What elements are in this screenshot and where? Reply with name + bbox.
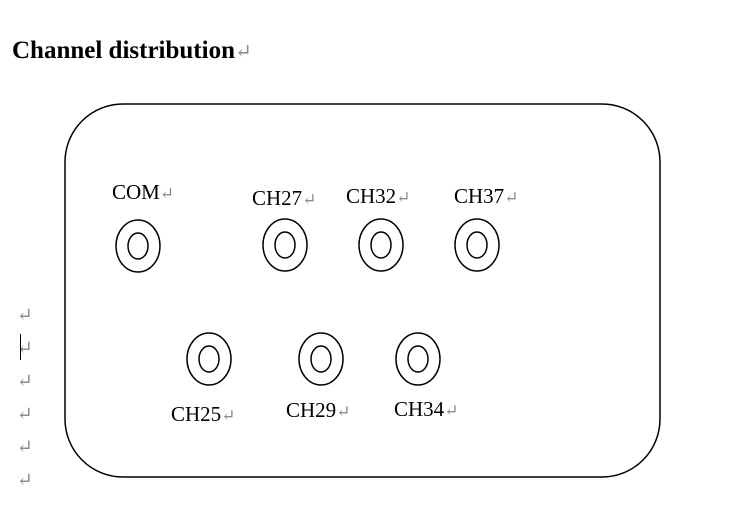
port-ch27 <box>262 218 308 272</box>
heading-text: Channel distribution <box>12 37 235 64</box>
port-outer-ring <box>358 218 404 272</box>
port-label-text: CH37 <box>454 184 505 208</box>
port-label-ch25: CH25↵ <box>171 402 235 428</box>
port-label-text: CH27 <box>252 186 303 210</box>
port-label-com: COM↵ <box>112 180 174 206</box>
port-ch25 <box>186 332 232 386</box>
port-label-text: CH29 <box>286 398 337 422</box>
port-label-ch27: CH27↵ <box>252 186 316 212</box>
port-ch32 <box>358 218 404 272</box>
port-inner-ring <box>310 345 332 373</box>
paragraph-mark: ↵ <box>235 41 252 63</box>
paragraph-mark: ↵ <box>159 184 174 203</box>
port-ch37 <box>454 218 500 272</box>
port-com <box>115 219 161 273</box>
paragraph-mark: ↵ <box>336 402 351 421</box>
paragraph-mark: ↵ <box>444 401 459 420</box>
text-cursor <box>20 334 21 360</box>
port-outer-ring <box>454 218 500 272</box>
port-inner-ring <box>127 232 149 260</box>
paragraph-mark: ↵ <box>221 406 236 425</box>
port-outer-ring <box>186 332 232 386</box>
port-inner-ring <box>274 231 296 259</box>
paragraph-mark: ↵ <box>396 188 411 207</box>
paragraph-mark: ↵ <box>17 437 33 458</box>
port-label-ch29: CH29↵ <box>286 398 350 424</box>
port-label-text: CH34 <box>394 397 445 421</box>
panel-outline <box>64 103 661 478</box>
port-ch29 <box>298 332 344 386</box>
port-label-text: CH25 <box>171 402 222 426</box>
port-label-text: COM <box>112 180 160 204</box>
port-inner-ring <box>198 345 220 373</box>
port-inner-ring <box>370 231 392 259</box>
paragraph-mark: ↵ <box>17 404 33 425</box>
port-label-ch34: CH34↵ <box>394 397 458 423</box>
paragraph-mark: ↵ <box>302 190 317 209</box>
paragraph-mark: ↵ <box>17 371 33 392</box>
paragraph-mark: ↵ <box>17 470 33 491</box>
port-outer-ring <box>395 332 441 386</box>
heading: Channel distribution↵ <box>12 36 252 67</box>
port-label-ch32: CH32↵ <box>346 184 410 210</box>
port-outer-ring <box>262 218 308 272</box>
paragraph-mark: ↵ <box>504 188 519 207</box>
port-label-ch37: CH37↵ <box>454 184 518 210</box>
port-inner-ring <box>466 231 488 259</box>
paragraph-mark: ↵ <box>17 305 33 326</box>
port-outer-ring <box>298 332 344 386</box>
port-ch34 <box>395 332 441 386</box>
port-label-text: CH32 <box>346 184 397 208</box>
port-inner-ring <box>407 345 429 373</box>
port-outer-ring <box>115 219 161 273</box>
